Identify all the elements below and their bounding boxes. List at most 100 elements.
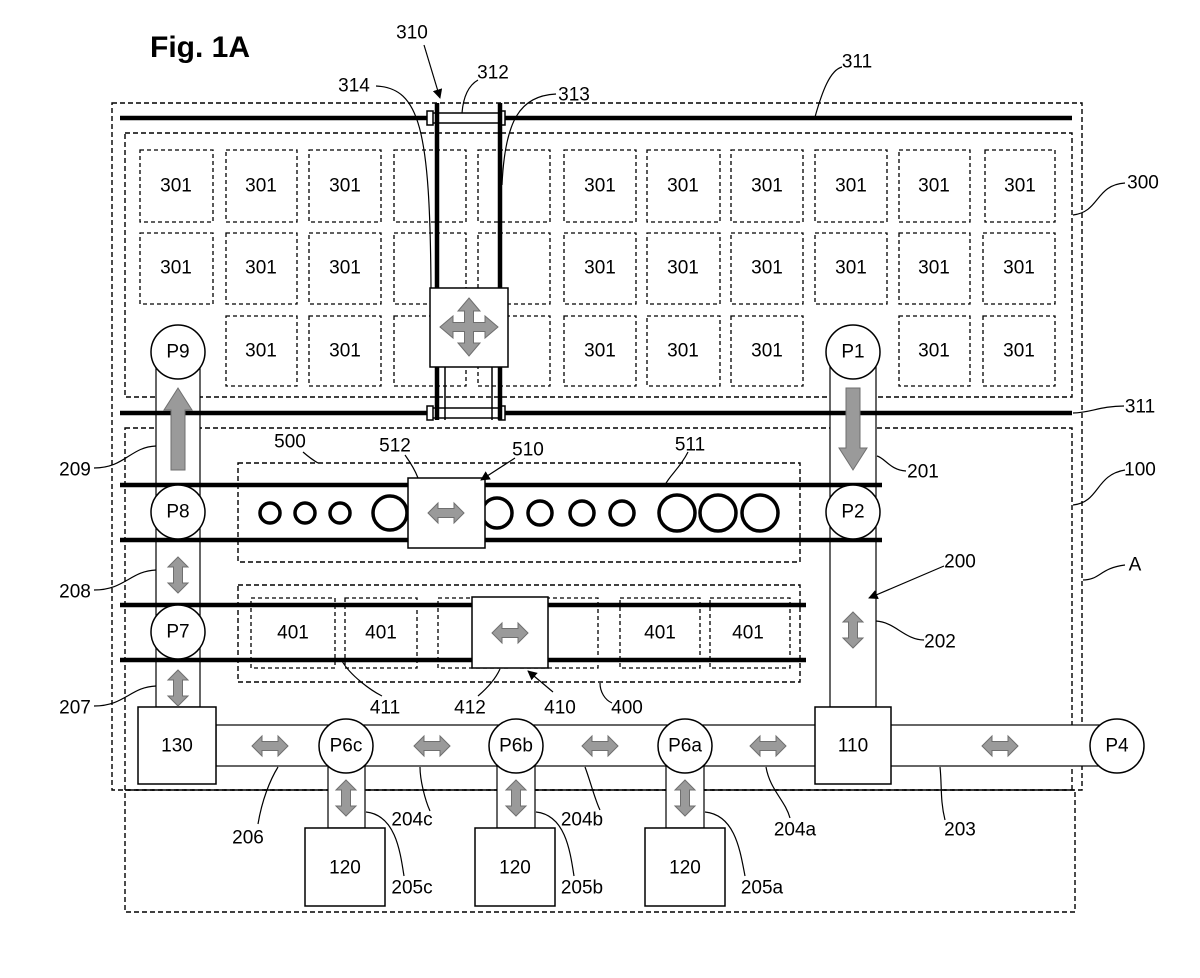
storage-cell-label: 301 (329, 258, 361, 279)
storage-cell (814, 149, 888, 223)
storage-cell-label: 301 (245, 341, 277, 362)
gantry (426, 103, 509, 421)
storage-cell (225, 232, 298, 305)
leader-line (477, 668, 501, 697)
storage-cell-empty (477, 149, 551, 223)
storage-cell (898, 232, 971, 305)
gantry-beam-bottom (431, 407, 501, 419)
leader-arrow (527, 670, 554, 693)
unit-label: 120 (669, 858, 701, 879)
leader-line (1072, 182, 1126, 216)
callout-label: 512 (379, 436, 411, 457)
leader-arrow (423, 44, 443, 99)
station-node (825, 484, 881, 540)
callout-label: 311 (1125, 397, 1155, 418)
storage-cell (308, 232, 382, 305)
up-arrow-icon (163, 387, 193, 471)
leader-line (461, 79, 479, 114)
buffer-cell-label: 401 (644, 623, 676, 644)
leader-line (341, 660, 383, 697)
storage-cell (982, 315, 1056, 387)
callout-label: 300 (1127, 173, 1159, 194)
station-label: P6b (499, 736, 533, 757)
storage-cell-label: 301 (918, 258, 950, 279)
storage-cell (563, 149, 637, 223)
ring-items (258, 493, 780, 533)
gantry-end-cap (426, 110, 434, 126)
storage-cell (563, 232, 637, 305)
leader-line (93, 685, 157, 707)
storage-cell-label: 301 (667, 258, 699, 279)
conveyor-region-400 (237, 584, 801, 683)
station-label: P1 (841, 342, 864, 363)
ring-item (526, 499, 554, 527)
area-region (124, 427, 1073, 791)
storage-cell-label: 301 (751, 176, 783, 197)
ring-item (258, 501, 282, 525)
storage-cell-label: 301 (584, 341, 616, 362)
station-label: P4 (1105, 736, 1129, 757)
storage-cell (308, 149, 382, 223)
leader-line (501, 93, 557, 186)
callout-label: 412 (454, 698, 486, 719)
station-label: P7 (166, 622, 189, 643)
leader-line (876, 455, 907, 472)
callout-label: 200 (944, 552, 976, 573)
callout-label: 209 (59, 460, 91, 481)
station-label: P2 (841, 502, 864, 523)
storage-cell (982, 232, 1056, 305)
storage-cell-label: 301 (1003, 258, 1035, 279)
callout-label: 204a (774, 820, 817, 841)
leader-line (1082, 564, 1126, 581)
callout-label: 313 (558, 85, 590, 106)
storage-cell (308, 315, 382, 387)
storage-cell-label: 301 (667, 176, 699, 197)
callout-label: 204c (391, 810, 432, 831)
storage-cell-empty (477, 232, 551, 305)
storage-cell (563, 315, 637, 387)
buffer-cell (619, 597, 701, 669)
callout-label: 314 (338, 76, 370, 97)
callout-label: 201 (907, 462, 939, 483)
leader-line (1072, 405, 1125, 414)
unit-label: 130 (161, 736, 193, 757)
station-node (150, 604, 206, 660)
unit-label: 120 (329, 858, 361, 879)
ring-item (657, 493, 697, 533)
storage-cell-label: 301 (1003, 341, 1035, 362)
leader-lines (93, 44, 1126, 877)
ring-item (371, 494, 409, 532)
unit-box (814, 706, 892, 785)
buffer-cell-label: 401 (365, 623, 397, 644)
storage-cell (225, 315, 298, 387)
leader-line (875, 620, 925, 641)
station-node (150, 484, 206, 540)
storage-cell-label: 301 (329, 341, 361, 362)
unit-box (644, 827, 726, 907)
ring-item (608, 499, 636, 527)
station-label: P8 (166, 502, 189, 523)
buffer-cell-empty (517, 597, 599, 669)
callout-label: 511 (675, 435, 705, 456)
callout-label: 510 (512, 440, 544, 461)
unit-label: 110 (838, 736, 868, 757)
ring-item (698, 493, 738, 533)
storage-cell (730, 149, 804, 223)
buffer-cell-label: 401 (277, 623, 309, 644)
unit-box (304, 827, 386, 907)
callout-label: 208 (59, 582, 91, 603)
storage-cell (139, 149, 214, 223)
callout-label: 203 (944, 820, 976, 841)
storage-cell-label: 301 (1004, 176, 1036, 197)
callout-label: 410 (544, 698, 576, 719)
buffer-cell (250, 597, 336, 669)
storage-cell (814, 232, 888, 305)
station-label: P6a (668, 736, 702, 757)
lower-region (124, 789, 1076, 913)
callout-label: 311 (842, 52, 872, 73)
storage-cell-label: 301 (329, 176, 361, 197)
callout-label: 205a (741, 878, 784, 899)
station-node (318, 718, 374, 774)
storage-cell-label: 301 (835, 176, 867, 197)
unit-label: 120 (499, 858, 531, 879)
